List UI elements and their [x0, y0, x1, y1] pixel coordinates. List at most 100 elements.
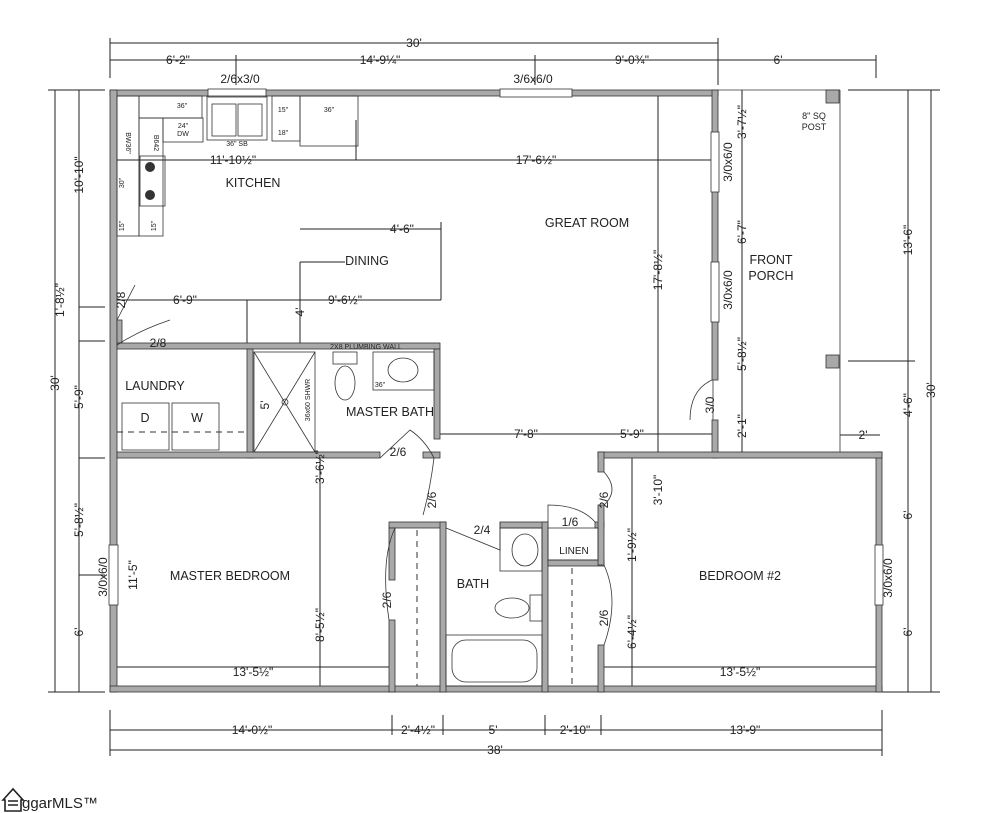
fixture-label: 15"	[278, 107, 289, 114]
dimension-lines	[48, 38, 940, 756]
dim-label: 5'	[489, 723, 498, 737]
room-kitchen: KITCHEN	[226, 176, 281, 190]
room-laundry: LAUNDRY	[125, 379, 185, 393]
great-room-window	[499, 88, 573, 98]
mls-logo: ggarMLS™	[1, 787, 98, 812]
window-label: 3/0x6/0	[721, 142, 735, 182]
door-label: 1/6	[562, 515, 579, 529]
dim-label: 2'-4½"	[401, 723, 435, 737]
dim-label: 2'	[859, 428, 868, 442]
fixture-label: W	[191, 411, 203, 425]
porch-post	[825, 354, 840, 369]
fixture-label: 24"	[178, 123, 189, 130]
range	[139, 155, 166, 207]
dim-label: 13'-5½"	[720, 665, 761, 679]
room-master-bath: MASTER BATH	[346, 405, 434, 419]
dim-label: 30'	[48, 375, 62, 391]
bath-fixtures	[117, 351, 599, 687]
dim-label: 2'-10"	[560, 723, 591, 737]
dim-label: 10'-10"	[72, 156, 86, 193]
fixture-label: DW	[177, 131, 189, 138]
bathtub	[445, 634, 543, 687]
dim-label: 6'	[72, 628, 86, 637]
door-label: 2/6	[597, 491, 611, 508]
dim-label: 2'-1"	[735, 414, 749, 438]
room-bath: BATH	[457, 577, 489, 591]
room-dining: DINING	[345, 254, 389, 268]
dim-label: 17'-6½"	[516, 153, 557, 167]
window-label: 3/0x6/0	[721, 270, 735, 310]
bedroom2-window	[874, 544, 884, 606]
dim-label: 13'-6"	[901, 225, 915, 256]
master-toilet	[334, 365, 356, 401]
dim-label: 9'-6½"	[328, 293, 362, 307]
fixture-label: POST	[802, 122, 827, 132]
dim-label: 4'-6"	[390, 222, 414, 236]
dim-label: 5'-9"	[72, 385, 86, 409]
fixture-label: 36"	[375, 382, 386, 389]
room-front-porch: FRONT	[749, 253, 792, 267]
dim-label: 6'	[901, 511, 915, 520]
fixture-label: 36"	[177, 103, 188, 110]
window-label: 3/0x6/0	[881, 558, 895, 598]
washer	[171, 402, 220, 451]
room-master-bedroom: MASTER BEDROOM	[170, 569, 290, 583]
porch-window-1	[710, 131, 720, 193]
dim-label: 1'-8½"	[53, 283, 67, 317]
door-label: 3/0	[703, 396, 717, 413]
house-icon	[1, 787, 25, 812]
fixture-label: B642	[152, 135, 159, 151]
dim-label: 14'-0½"	[232, 723, 273, 737]
dim-label: 13'-9"	[730, 723, 761, 737]
dim-label: 11'-5"	[126, 560, 140, 590]
dim-label: 4'	[293, 308, 307, 317]
dim-label: 8'-5½"	[313, 608, 327, 642]
dim-label: 38'	[487, 743, 503, 757]
kitchen-cabinets	[116, 95, 359, 237]
fixture-label: 15"	[119, 220, 126, 231]
dim-label: 6'-2"	[166, 53, 190, 67]
fixture-label: BW36"	[124, 132, 131, 154]
front-porch	[718, 89, 841, 452]
dim-label: 6'-4½"	[625, 615, 639, 649]
dryer	[121, 402, 170, 451]
kitchen-sink	[206, 95, 268, 141]
fixture-label: D	[140, 411, 149, 425]
window-label: 2/6x3/0	[220, 72, 260, 86]
dim-label: 4'-6"	[901, 393, 915, 417]
dim-label: 1'-9½"	[625, 528, 639, 562]
door-label: 2/6	[597, 609, 611, 626]
dim-label: 3'-7½"	[735, 105, 749, 139]
shower	[253, 351, 316, 453]
dim-label: 3'-6½"	[313, 450, 327, 484]
dim-label: 3'-10"	[651, 475, 665, 506]
door-label: 2/8	[150, 336, 167, 350]
opening-labels: 2/6x3/0 3/6x6/0 3/0x6/0 3/0x6/0 3/0 3/0x…	[96, 72, 895, 626]
bath-sink	[511, 533, 539, 567]
dim-label: 7'-8"	[514, 427, 538, 441]
master-bedroom-window	[108, 544, 119, 606]
door-swings	[116, 284, 714, 646]
door-label: 2/6	[380, 591, 394, 608]
dim-label: 30'	[406, 36, 422, 50]
master-sink	[387, 357, 419, 383]
fixture-label: 2X8 PLUMBING WALL	[330, 344, 402, 351]
room-great-room: GREAT ROOM	[545, 216, 629, 230]
walls	[108, 88, 884, 693]
dim-label: 11'-10½"	[210, 153, 256, 167]
dim-label: 6'-7"	[735, 220, 749, 244]
bath-toilet	[494, 597, 530, 619]
fixture-label: 36x60 SHWR	[305, 379, 312, 421]
door-label: 2/6	[390, 445, 407, 459]
fixture-label: 36"	[324, 107, 335, 114]
door-label: 2/8	[114, 291, 128, 308]
refrigerator	[299, 95, 359, 147]
dim-label: 6'	[901, 628, 915, 637]
door-label: 2/4	[474, 523, 491, 537]
dim-label: 14'-9¼"	[360, 53, 401, 67]
dim-label: 5'-8½"	[72, 503, 86, 537]
fixture-label: 15"	[151, 220, 158, 231]
porch-window-2	[710, 261, 720, 323]
dim-label: 5'-8½"	[735, 337, 749, 371]
dim-label: 30'	[924, 382, 938, 398]
